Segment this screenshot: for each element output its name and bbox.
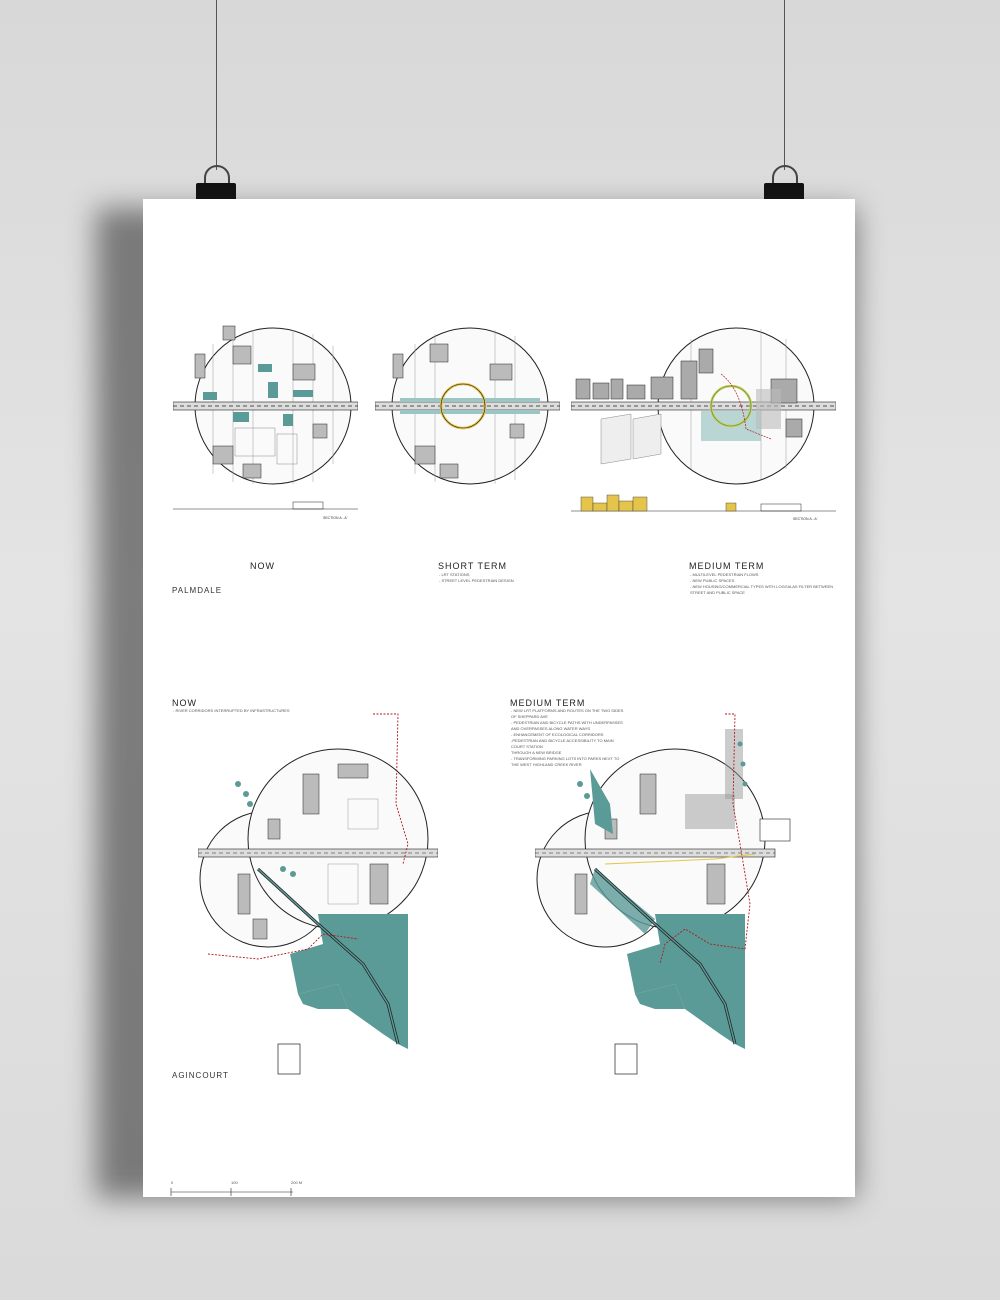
hanging-wire-left bbox=[216, 0, 217, 170]
palmdale-place-label: PALMDALE bbox=[172, 586, 223, 595]
scale-label-200: 200 m bbox=[291, 1180, 303, 1185]
scale-bar bbox=[170, 1188, 293, 1196]
palmdale-plan-medium-term: SECTION A - A' bbox=[571, 327, 836, 521]
section-label-medium: SECTION A - A' bbox=[793, 517, 818, 521]
agincourt-plan-now bbox=[198, 713, 438, 1075]
agincourt-medium-notes: - NEW LRT PLATFORMS AND ROUTES ON THE TW… bbox=[511, 708, 624, 767]
palmdale-phase-short-title: SHORT TERM bbox=[438, 561, 508, 571]
section-label-now: SECTION A - A' bbox=[323, 516, 348, 520]
agincourt-medium-title: MEDIUM TERM bbox=[510, 698, 586, 708]
scale-label-100: 100 bbox=[231, 1180, 238, 1185]
hanging-wire-right bbox=[784, 0, 785, 170]
scale-label-0: 0 bbox=[171, 1180, 174, 1185]
agincourt-now-notes: - RIVER CORRIDORS INTERRUPTED BY INFRAST… bbox=[173, 708, 290, 713]
agincourt-plan-medium-term bbox=[535, 713, 791, 1075]
palmdale-plan-now: SECTION A - A' bbox=[173, 325, 358, 520]
palmdale-plan-short-term bbox=[375, 327, 560, 485]
palmdale-phase-now-title: NOW bbox=[250, 561, 275, 571]
agincourt-place-label: AGINCOURT bbox=[172, 1071, 229, 1080]
palmdale-phase-medium-title: MEDIUM TERM bbox=[689, 561, 765, 571]
palmdale-phase-medium-notes: - MULTILEVEL PEDESTRIAN FLOWS - NEW PUBL… bbox=[690, 572, 834, 595]
poster: SECTION A - A' bbox=[143, 199, 855, 1197]
palmdale-phase-short-notes: - LRT STATIONS - STREET LEVEL PEDESTRIAN… bbox=[439, 572, 514, 583]
agincourt-now-title: NOW bbox=[172, 698, 197, 708]
